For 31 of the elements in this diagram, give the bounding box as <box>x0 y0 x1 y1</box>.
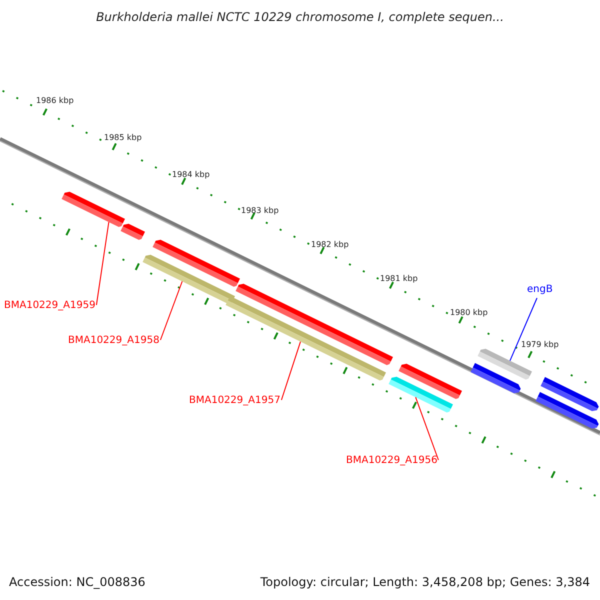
gene-feature-bar <box>398 364 462 399</box>
accession-text: Accession: NC_008836 <box>9 576 146 588</box>
scale-label: 1981 kbp <box>380 275 418 283</box>
scale-label: 1979 kbp <box>521 341 559 349</box>
leader-line <box>415 396 439 460</box>
gene-label: BMA10229_A1958 <box>68 336 160 346</box>
gene-feature-bar <box>478 348 532 380</box>
gene-feature-bar <box>152 240 240 287</box>
sequence-info-text: Topology: circular; Length: 3,458,208 bp; Genes: 3,384 <box>260 576 590 588</box>
gene-label: BMA10229_A1956 <box>346 456 438 466</box>
gene-feature-bar <box>536 392 599 429</box>
gene-label: BMA10229_A1959 <box>4 301 96 311</box>
scale-label: 1983 kbp <box>241 207 279 215</box>
gene-feature-bar <box>540 377 599 412</box>
scale-label: 1986 kbp <box>36 97 74 105</box>
gene-feature-bar <box>142 254 235 304</box>
scale-label: 1984 kbp <box>172 171 210 179</box>
gene-feature-bar <box>226 298 386 381</box>
scale-label: 1985 kbp <box>104 134 142 142</box>
diagram-title: Burkholderia mallei NCTC 10229 chromosome I, complete sequen... <box>95 11 505 23</box>
scale-label: 1980 kbp <box>450 309 488 317</box>
leader-line <box>280 341 301 400</box>
gene-feature-bar <box>120 224 145 240</box>
leader-line <box>510 298 538 362</box>
gene-label: engB <box>527 285 553 295</box>
scale-label: 1982 kbp <box>311 241 349 249</box>
gene-feature-bar <box>62 192 125 227</box>
gene-feature-bar <box>470 363 521 394</box>
gene-feature-bar <box>236 284 393 366</box>
gene-feature-bar <box>388 376 453 412</box>
gene-label: BMA10229_A1957 <box>189 396 280 406</box>
